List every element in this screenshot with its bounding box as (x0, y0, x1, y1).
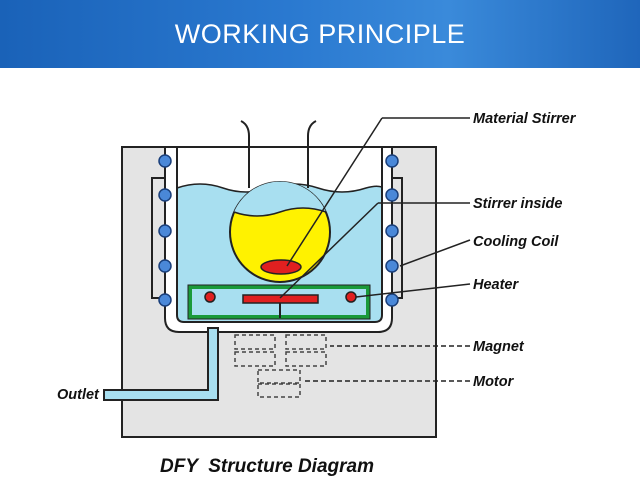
heater-dot-left (204, 291, 216, 303)
title-banner: WORKING PRINCIPLE (0, 0, 640, 68)
cooling-coil-right (385, 154, 399, 307)
stirrer-inside (242, 294, 319, 304)
leader-cooling-coil (399, 239, 471, 267)
flask-tube-left (240, 120, 250, 188)
label-stirrer-inside: Stirrer inside (473, 196, 562, 212)
inner-tank (176, 147, 383, 323)
heater-dot-right (345, 291, 357, 303)
motor (257, 369, 301, 398)
flask-tube-right (307, 120, 317, 188)
page-title: WORKING PRINCIPLE (174, 19, 466, 49)
dfy-structure-diagram: Material Stirrer Stirrer inside Cooling … (57, 111, 577, 477)
magnet (234, 334, 327, 367)
label-outlet: Outlet (57, 387, 100, 403)
cooling-coil-left (158, 154, 172, 307)
diagram-caption: DFY Structure Diagram (160, 456, 374, 477)
label-heater: Heater (473, 277, 519, 293)
outlet-pipe (103, 327, 219, 401)
label-cooling-coil: Cooling Coil (473, 234, 559, 250)
material-stirrer (260, 259, 302, 275)
leader-heater (355, 283, 471, 298)
label-motor: Motor (473, 374, 515, 390)
label-material-stirrer: Material Stirrer (473, 111, 577, 127)
label-magnet: Magnet (473, 339, 525, 355)
